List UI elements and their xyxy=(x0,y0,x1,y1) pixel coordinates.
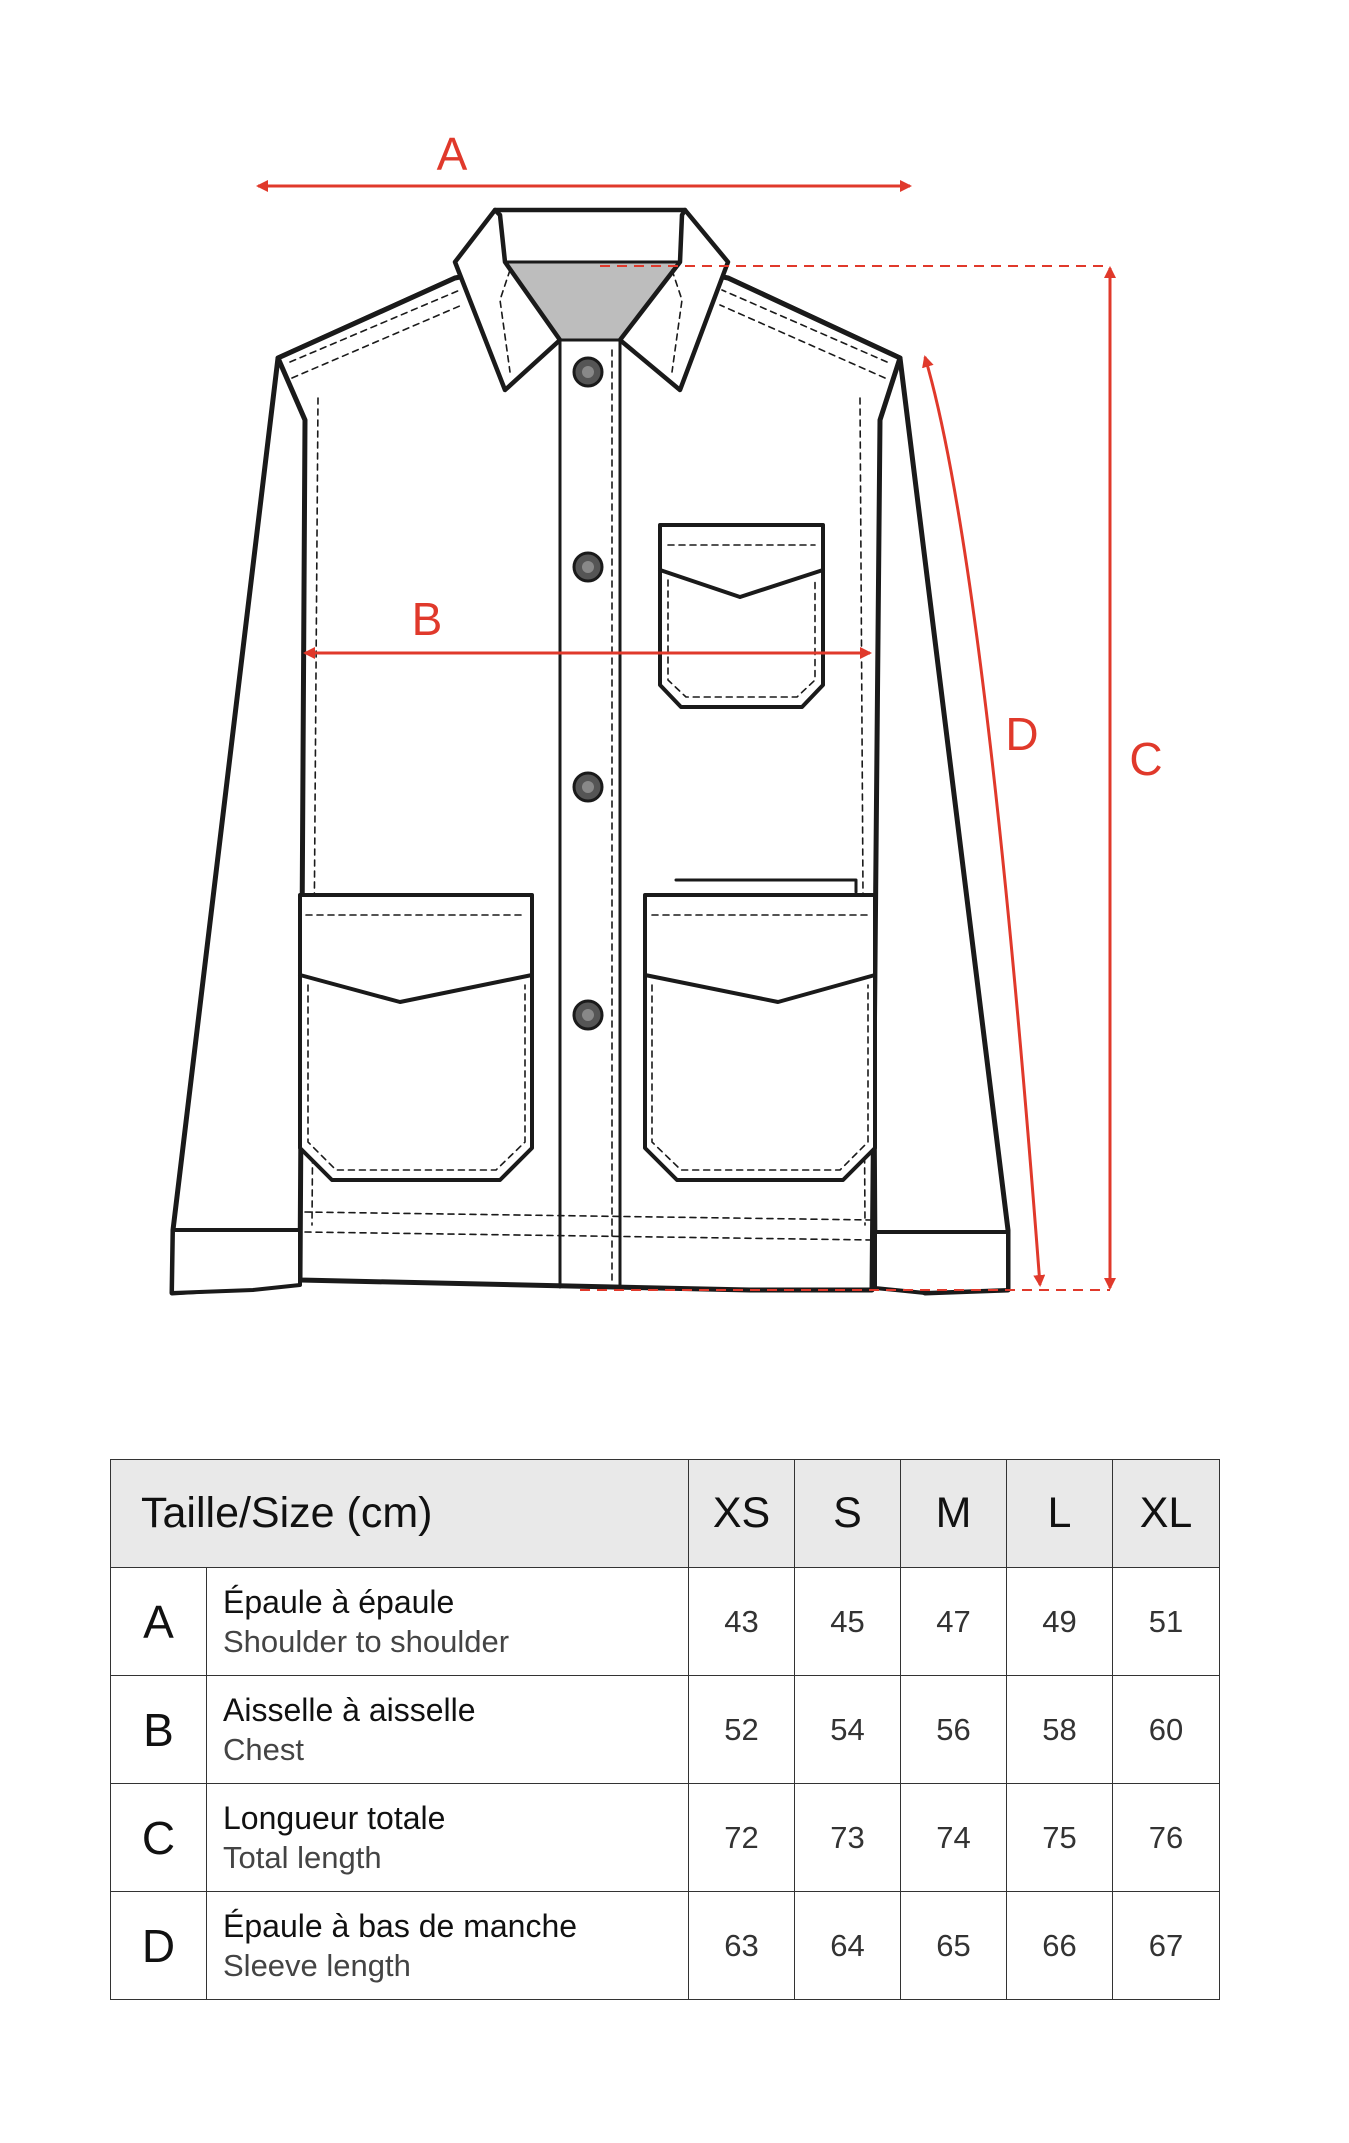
row-letter: A xyxy=(110,1567,207,1676)
row-letter: C xyxy=(110,1783,207,1892)
row-label-fr: Aisselle à aisselle xyxy=(223,1691,476,1728)
cell-value: 74 xyxy=(900,1783,1007,1892)
measure-d-arrow xyxy=(922,355,1046,1287)
table-title: Taille/Size (cm) xyxy=(110,1459,689,1568)
row-description: Épaule à épaule Shoulder to shoulder xyxy=(206,1567,689,1676)
size-header-m: M xyxy=(900,1459,1007,1568)
placket xyxy=(558,338,622,1289)
dimension-labels: A B C D xyxy=(412,128,1163,785)
cell-value: 63 xyxy=(688,1891,795,2000)
table-header-row: Taille/Size (cm) XS S M L XL xyxy=(110,1459,1220,1568)
cell-value: 60 xyxy=(1112,1675,1220,1784)
table-row: A Épaule à épaule Shoulder to shoulder 4… xyxy=(110,1567,1220,1676)
cell-value: 66 xyxy=(1006,1891,1113,2000)
label-b: B xyxy=(412,593,443,645)
cell-value: 52 xyxy=(688,1675,795,1784)
cell-value: 75 xyxy=(1006,1783,1113,1892)
cell-value: 47 xyxy=(900,1567,1007,1676)
cell-value: 43 xyxy=(688,1567,795,1676)
row-label-en: Sleeve length xyxy=(223,1947,411,1983)
row-description: Épaule à bas de manche Sleeve length xyxy=(206,1891,689,2000)
cell-value: 64 xyxy=(794,1891,901,2000)
row-letter: D xyxy=(110,1891,207,2000)
lower-left-pocket xyxy=(298,893,534,1182)
cell-value: 65 xyxy=(900,1891,1007,2000)
row-label-fr: Épaule à bas de manche xyxy=(223,1907,578,1944)
collar-left xyxy=(452,207,563,393)
table-row: B Aisselle à aisselle Chest 52 54 56 58 … xyxy=(110,1675,1220,1784)
buttons xyxy=(572,356,604,1031)
lower-right-pocket xyxy=(643,893,877,1182)
jacket-diagram: A B C D xyxy=(169,128,1163,1296)
row-label-fr: Épaule à épaule xyxy=(223,1583,455,1620)
cell-value: 73 xyxy=(794,1783,901,1892)
collar-right xyxy=(617,207,731,393)
cell-value: 54 xyxy=(794,1675,901,1784)
size-table: Taille/Size (cm) XS S M L XL A Épaule à … xyxy=(110,1459,1220,2000)
row-label-en: Total length xyxy=(223,1839,382,1875)
cell-value: 45 xyxy=(794,1567,901,1676)
label-d: D xyxy=(1005,708,1038,760)
row-description: Longueur totale Total length xyxy=(206,1783,689,1892)
row-label-en: Shoulder to shoulder xyxy=(223,1623,510,1659)
label-c: C xyxy=(1129,733,1162,785)
table-row: D Épaule à bas de manche Sleeve length 6… xyxy=(110,1891,1220,2000)
cell-value: 56 xyxy=(900,1675,1007,1784)
row-label-fr: Longueur totale xyxy=(223,1799,446,1836)
measurements xyxy=(256,180,1116,1291)
cell-value: 51 xyxy=(1112,1567,1220,1676)
table-row: C Longueur totale Total length 72 73 74 … xyxy=(110,1783,1220,1892)
row-label-en: Chest xyxy=(223,1731,304,1767)
size-header-xs: XS xyxy=(688,1459,795,1568)
size-header-xl: XL xyxy=(1112,1459,1220,1568)
jacket-illustration xyxy=(169,207,1011,1296)
row-letter: B xyxy=(110,1675,207,1784)
size-header-l: L xyxy=(1006,1459,1113,1568)
label-a: A xyxy=(437,128,468,180)
cell-value: 72 xyxy=(688,1783,795,1892)
size-header-s: S xyxy=(794,1459,901,1568)
cell-value: 76 xyxy=(1112,1783,1220,1892)
cell-value: 49 xyxy=(1006,1567,1113,1676)
lower-right-pocket-flap xyxy=(674,878,858,894)
chest-pocket xyxy=(658,523,825,709)
cell-value: 67 xyxy=(1112,1891,1220,2000)
cell-value: 58 xyxy=(1006,1675,1113,1784)
left-cuff xyxy=(170,1228,302,1295)
row-description: Aisselle à aisselle Chest xyxy=(206,1675,689,1784)
right-cuff xyxy=(873,1230,1010,1295)
